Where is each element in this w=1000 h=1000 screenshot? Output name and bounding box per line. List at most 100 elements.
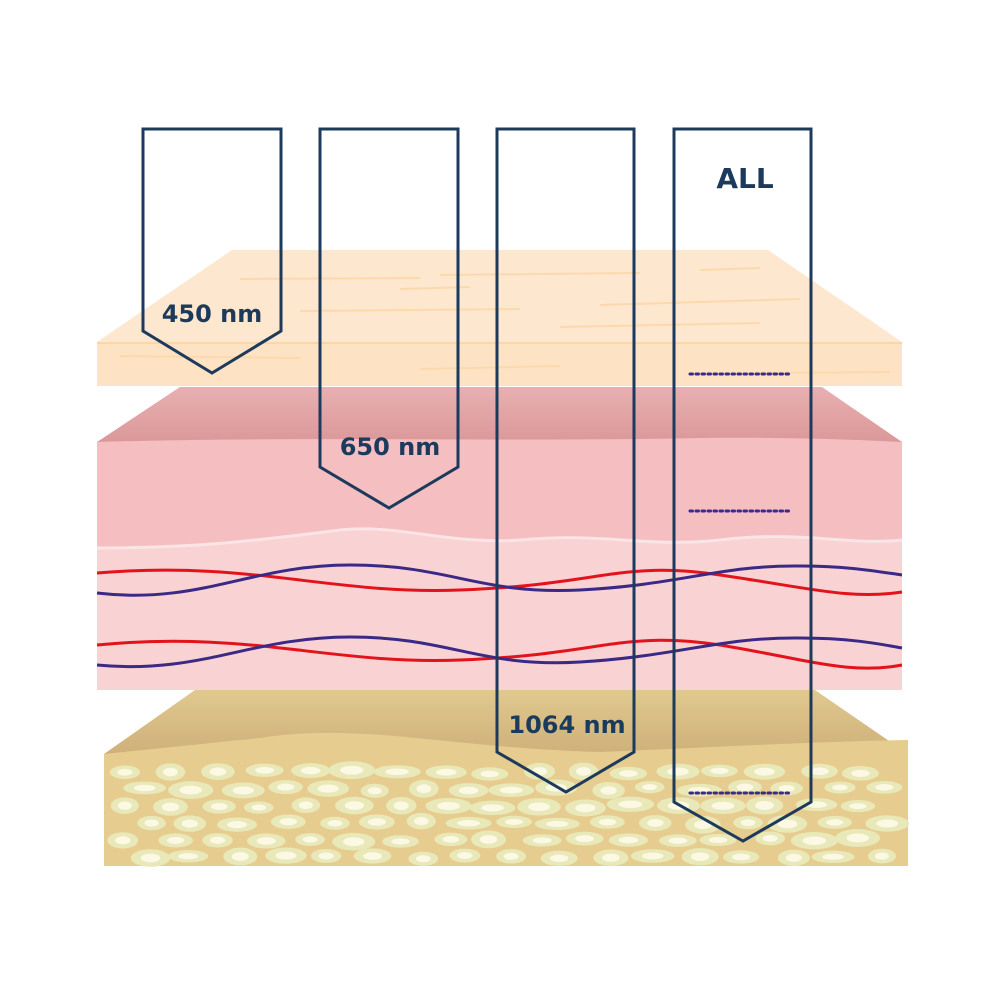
- fat-cell-core: [232, 786, 255, 795]
- fat-cell-core: [275, 851, 297, 860]
- fat-cell-core: [785, 853, 802, 862]
- fat-cell-core: [161, 802, 180, 812]
- fat-cell-core: [227, 821, 248, 829]
- probe-label-650nm: 650 nm: [340, 433, 441, 461]
- fat-cell-core: [762, 834, 778, 842]
- fat-cell-core: [393, 801, 409, 811]
- fat-cell-core: [179, 785, 202, 795]
- fat-cell-core: [647, 819, 664, 827]
- fat-cell-core: [276, 783, 295, 791]
- fat-cell-core: [846, 833, 869, 843]
- fat-cell-core: [481, 804, 505, 812]
- fat-cell-core: [549, 854, 569, 863]
- fat-cell-core: [822, 853, 844, 860]
- fat-cell-core: [618, 800, 643, 809]
- fat-cell-core: [414, 816, 429, 826]
- fat-cell-core: [874, 852, 889, 860]
- fat-cell-core: [133, 784, 156, 792]
- subcutaneous-fat-layer: [104, 690, 910, 867]
- fat-cell-core: [251, 804, 267, 811]
- fat-cell-core: [754, 767, 775, 776]
- fat-cell-core: [255, 766, 275, 774]
- fat-cell-core: [499, 786, 523, 794]
- fat-cell-core: [457, 820, 481, 827]
- fat-cell-core: [778, 784, 795, 792]
- fat-cell-core: [708, 836, 728, 843]
- fat-cell-core: [437, 801, 461, 811]
- fat-cell-core: [668, 837, 688, 844]
- fat-cell-core: [575, 835, 595, 843]
- fat-cell-core: [641, 852, 664, 860]
- fat-cell-core: [876, 819, 899, 828]
- probe-label-1064nm: 1064 nm: [508, 711, 625, 739]
- fat-cell-core: [458, 786, 479, 795]
- fat-cell-core: [209, 767, 227, 776]
- fat-cell-core: [367, 818, 386, 826]
- fat-cell-core: [415, 855, 431, 863]
- fat-cell-core: [755, 800, 774, 810]
- fat-cell-core: [115, 836, 131, 845]
- fat-cell-core: [181, 819, 199, 828]
- fat-cell-core: [642, 784, 658, 791]
- fat-cell-core: [344, 801, 365, 810]
- fat-cell-core: [302, 836, 318, 843]
- probe-1064nm: [495, 127, 636, 794]
- probe-450nm: [141, 127, 283, 375]
- fat-cell-core: [598, 818, 617, 826]
- fat-cell-core: [851, 769, 870, 778]
- fat-cell-core: [209, 836, 226, 844]
- fat-cell-core: [731, 853, 751, 861]
- fat-cell-core: [546, 820, 569, 827]
- fat-cell-core: [327, 820, 343, 827]
- fat-cell-core: [367, 787, 382, 795]
- fat-cell-core: [532, 837, 552, 844]
- fat-cell-core: [343, 837, 365, 847]
- fat-cell-core: [849, 803, 867, 810]
- fat-cell-core: [210, 803, 228, 811]
- fat-cell-core: [693, 820, 712, 830]
- fat-cell-core: [442, 836, 460, 843]
- probe-650nm: [318, 127, 460, 510]
- fat-cell-core: [144, 819, 159, 827]
- fat-cell-core: [618, 836, 639, 844]
- fat-cell-core: [363, 852, 383, 860]
- fat-cell-core: [826, 819, 844, 826]
- probe-all: [672, 127, 813, 843]
- fat-cell-core: [503, 852, 519, 860]
- fat-cell-core: [736, 783, 754, 791]
- fat-cell-core: [256, 837, 276, 845]
- fat-cell-core: [832, 784, 848, 791]
- fat-cell-core: [340, 765, 364, 775]
- fat-cell-core: [317, 784, 339, 793]
- fat-cell-core: [385, 768, 409, 776]
- fat-cell-core: [178, 853, 199, 860]
- fat-cell-core: [391, 838, 410, 845]
- fat-cell-core: [117, 768, 133, 776]
- fat-cell-core: [279, 818, 298, 826]
- fat-cell-core: [231, 852, 249, 861]
- fat-cell-core: [318, 852, 334, 860]
- fat-cell-core: [810, 767, 829, 776]
- fat-cell-core: [416, 784, 432, 794]
- fat-cell-core: [117, 801, 132, 810]
- fat-cell-core: [166, 836, 185, 844]
- fat-cell-core: [575, 803, 596, 813]
- probe-label-450nm: 450 nm: [162, 300, 263, 328]
- fat-cell-core: [163, 767, 178, 777]
- fat-cell-core: [457, 852, 473, 860]
- fat-cell-core: [479, 834, 498, 844]
- fat-cell-core: [140, 853, 161, 863]
- fat-cell-core: [690, 852, 710, 862]
- fat-cell-core: [667, 767, 689, 776]
- fat-cell-core: [710, 767, 729, 775]
- fat-cell-core: [600, 786, 617, 795]
- probe-label-all: ALL: [716, 162, 774, 195]
- fat-cell-core: [576, 767, 591, 776]
- fat-cell-core: [528, 802, 550, 812]
- fat-cells: [107, 761, 910, 867]
- fat-cell-core: [602, 853, 620, 862]
- fat-cell-core: [777, 819, 798, 829]
- fat-cell-core: [435, 768, 457, 776]
- fat-cell-core: [298, 801, 314, 810]
